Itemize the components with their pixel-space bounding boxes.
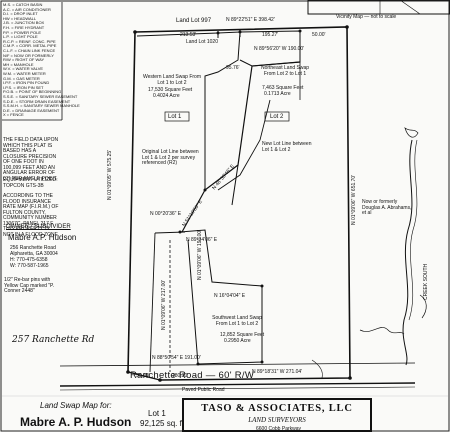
legend-item: X = FENCE <box>3 112 24 118</box>
southwest-swap-area: 12,852 Square Feet <box>220 332 265 338</box>
legend-item: G.M. = GAS METER <box>3 75 40 81</box>
note-flood: ACCORDING TO THE FLOOD INSURANCE RATE MA… <box>3 193 60 238</box>
footer-lot-area: 92,125 sq. ft. <box>140 419 187 428</box>
legend-item: D.I. = DROP INLET <box>3 11 38 17</box>
legend-item: M.S. = CATCH BASIN <box>3 2 43 7</box>
footer-owner-name: Mabre A. P. Hudson <box>20 415 132 429</box>
neighbor-east: Now or formerly Douglas A. Abrahams, et … <box>362 199 412 216</box>
legend-item: I.P.S. = IRON PIN SET <box>3 84 44 90</box>
legend-item: R.C.P. = REINF. CONC. PIPE <box>3 38 56 44</box>
legend-item: HW = HEADWALL <box>3 15 37 21</box>
western-swap-area: 17,530 Square Feet <box>148 87 193 93</box>
dim-ne: 95.76' <box>226 65 240 71</box>
legend-item: S.D.E. = STORM DRAIN EASEMENT <box>3 98 71 104</box>
legend-item: J.B. = JUNCTION BOX <box>3 20 45 26</box>
legend-item: S.S.M.H. = SANITARY SEWER MANHOLE <box>3 103 80 109</box>
legend-item: C.M.P. = CORR. METAL PIPE <box>3 43 57 49</box>
dim-bottom-2: 50.00' <box>136 373 150 379</box>
legend-item: P.P. = POWER POLE <box>3 29 41 35</box>
owner-address-1: 256 Ranchette Road <box>10 245 56 251</box>
legend-item: MH = MANHOLE <box>3 61 34 67</box>
vicinity-map-label: Vicinity Map — not to scale <box>336 14 397 20</box>
bearing-mid-2: N 89°34'06" E <box>186 237 218 243</box>
northeast-swap-label: Northeast Land Swap From Lot 2 to Lot 1 <box>260 65 310 77</box>
dim-bottom-1: 180.30' <box>172 373 189 379</box>
legend-item: W.V. = WATER VALVE <box>3 66 44 72</box>
owner-phone-1: H: 770-475-6358 <box>10 257 48 263</box>
legend-item: D.E. = DRAINAGE EASEMENT <box>3 107 60 113</box>
owner-address-2: Alpharetta, GA 30004 <box>10 251 58 257</box>
note-equipment: EQUIPMENT UTILIZED: TOPCON GTS-3B <box>3 177 58 189</box>
legend-item: F.H. = FIRE HYDRANT <box>3 25 45 30</box>
western-swap-label: Western Land Swap From Lot 1 to Lot 2 <box>143 74 201 86</box>
legend-item: S.S.E. = SANITARY SEWER EASEMENT <box>3 94 78 99</box>
northeast-swap-area: 7,463 Square Feet <box>262 85 304 91</box>
property-boundary <box>134 26 351 381</box>
legend-item: C.L.F. = CHAIN LINK FENCE <box>3 48 56 53</box>
land-lot-1020: Land Lot 1020 <box>186 39 218 45</box>
bearing-mid-vertical: N 01°09'06" W 217.00' <box>161 279 167 330</box>
land-lot-top: Land Lot 997 <box>176 18 212 24</box>
company-name: TASO & ASSOCIATES, LLC <box>201 403 353 414</box>
road-sub: Paved Public Road <box>182 387 225 393</box>
footer-address: 6600 Cobb Parkway <box>256 426 302 432</box>
road-name: Ranchette Road — 60' R/W <box>130 370 255 381</box>
legend-item: W.M. = WATER METER <box>3 71 46 76</box>
road-edge-north <box>59 362 416 367</box>
bearing-ne-line: N 89°56'20" W 190.00' <box>254 46 305 52</box>
west-boundary <box>127 31 136 373</box>
legend-item: L.P. = LIGHT POLE <box>3 34 38 40</box>
note-closure: THE FIELD DATA UPON WHICH THIS PLAT IS B… <box>3 137 59 182</box>
bearing-right-vertical: N 01°09'06" W 651.70' <box>351 174 357 225</box>
southwest-swap-acres: 0.2950 Acre <box>224 338 251 344</box>
southwest-swap-label: Southwest Land Swap From Lot 1 to Lot 2 <box>212 315 262 327</box>
bearing-left-vertical: N 01°09'05" W 575.25' <box>107 149 113 200</box>
pin-note: 1/2" Re-bar pins with Yellow Cap marked … <box>4 277 55 294</box>
creek-label: CREEK SOUTH <box>423 263 429 300</box>
handwritten-address: 257 Ranchette Rd <box>12 335 95 345</box>
swap-map-title: Land Swap Map for: <box>40 401 112 410</box>
footer-lot-label: Lot 1 <box>148 409 166 418</box>
legend-item: A.C. = AIR CONDITIONER <box>3 6 51 12</box>
bearing-bottom: N 89°18'31" W 271.04' <box>252 369 303 375</box>
dim-top-2: 195.27' <box>262 32 279 38</box>
dim-top-1: 213.53' <box>180 32 197 38</box>
owner-name: Mabre A.P. Hudson <box>8 233 77 242</box>
dim-top-3: 50.00' <box>312 32 326 38</box>
legend-item: P.O.B. = POINT OF BEGINNING <box>3 89 62 95</box>
bearing-top: N 89°22'51" E 398.42' <box>226 17 275 23</box>
title-block: TASO & ASSOCIATES, LLC LAND SURVEYORS <box>182 398 372 432</box>
western-swap-acres: 0.4024 Acre <box>153 93 180 99</box>
new-lot-line-label: New Lot Line between Lot 1 & Lot 2 <box>262 141 312 153</box>
legend-item: I.P.F. = IRON PIN FOUND <box>3 80 50 86</box>
bearing-cut: N 88°50'54" E 191.00' <box>152 355 201 361</box>
road-edge-south <box>59 382 416 387</box>
legend-item: R/W = RIGHT OF WAY <box>3 57 45 63</box>
legend-item: N/F = NOW OR FORMERLY <box>3 52 54 58</box>
creek-line <box>402 139 413 366</box>
owner-phone-2: W: 770-587-1965 <box>10 263 49 269</box>
owner-heading: OWNER / SUBDIVIDER <box>6 224 71 230</box>
lot-1-label: Lot 1 <box>168 114 182 120</box>
bearing-mid-3: N 16°04'04" E <box>214 293 246 299</box>
northeast-swap-acres: 0.1713 Acre <box>264 91 291 97</box>
vicinity-map-box <box>307 0 450 15</box>
bearing-mid-1: N 00°20'36" E <box>150 211 182 217</box>
lot-2-label: Lot 2 <box>270 114 284 120</box>
original-lot-line <box>204 61 301 191</box>
original-lot-line-label: Original Lot Line between Lot 1 & Lot 2 … <box>142 149 199 166</box>
company-surveyors: LAND SURVEYORS <box>248 416 306 424</box>
